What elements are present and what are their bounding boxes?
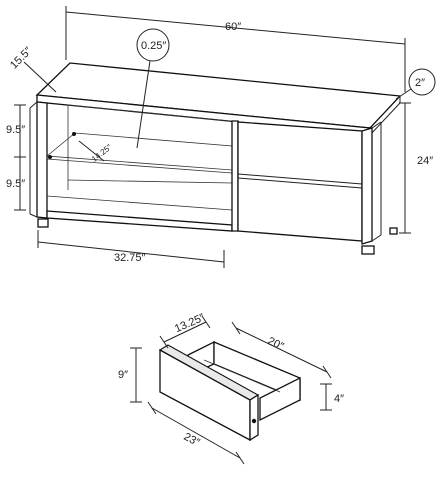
stand-foot xyxy=(389,227,398,235)
shelf-pin-back xyxy=(72,132,76,136)
tv-stand-illustration xyxy=(29,62,402,255)
dim-width-label: 60″ xyxy=(225,21,241,33)
dim-line-drawer-width xyxy=(235,327,328,373)
dim-line-glass-depth xyxy=(78,140,105,162)
dim-line-depth xyxy=(23,61,57,93)
stand-drawer-cabinet xyxy=(237,121,363,242)
stand-left-panel xyxy=(36,101,48,219)
dim-drawer-height-label: 9″ xyxy=(118,369,128,381)
dim-height-label: 24″ xyxy=(417,155,433,167)
dim-drawer-depth-label: 13.25″ xyxy=(173,311,207,335)
dim-line-drawer-depth xyxy=(163,321,207,343)
dim-line-drawer-front-width xyxy=(151,407,241,459)
stand-foot xyxy=(361,245,375,255)
dim-upper-shelf-label: 9.5″ xyxy=(6,124,25,136)
stand-center-divider xyxy=(231,120,239,232)
stand-bottom-board xyxy=(46,210,233,232)
dim-top-thickness-label: 2″ xyxy=(415,77,425,89)
dim-line-open-width xyxy=(37,241,225,263)
dim-drawer-side-label: 4″ xyxy=(334,393,344,405)
dim-line-width xyxy=(65,11,406,45)
shelf-pin-front xyxy=(48,155,52,159)
dim-drawer-front-width-label: 23″ xyxy=(182,431,202,449)
dim-glass-thickness-label: 0.25″ xyxy=(141,40,166,52)
drawer-knob xyxy=(251,418,257,424)
dim-lower-shelf-label: 9.5″ xyxy=(6,178,25,190)
drawer-right-side xyxy=(259,376,301,422)
callout-circle-glass xyxy=(136,28,170,62)
glass-shelf xyxy=(45,132,233,171)
stand-foot xyxy=(37,218,49,228)
callout-circle-top xyxy=(408,68,436,96)
tv-stand-dimensions: 60″ 15.5″ 0.25″ 2″ 24″ 9.5″ 9.5″ 14.25″ … xyxy=(6,6,436,268)
stand-right-panel xyxy=(361,127,373,245)
drawer-front-edge xyxy=(249,393,259,442)
dim-open-width-label: 32.75″ xyxy=(114,252,146,264)
drawer-illustration xyxy=(158,340,301,442)
